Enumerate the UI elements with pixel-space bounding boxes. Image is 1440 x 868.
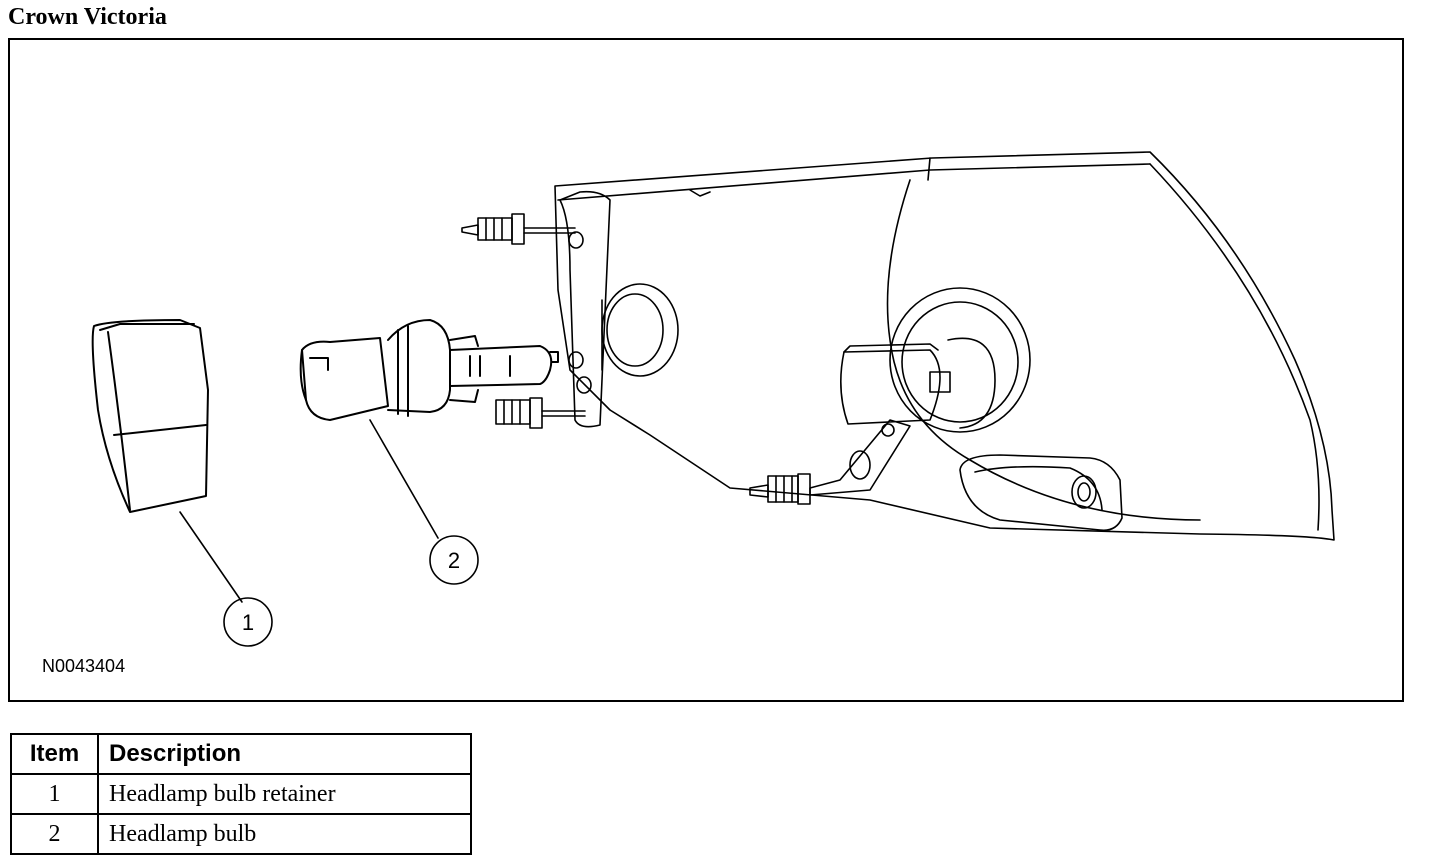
callout-1: 1 <box>242 610 254 635</box>
installed-connector <box>840 337 996 429</box>
legend-item-description: Headlamp bulb retainer <box>97 773 472 815</box>
headlamp-housing <box>554 151 1335 541</box>
legend-header-description: Description <box>97 733 472 775</box>
legend-item-number: 1 <box>10 773 99 815</box>
legend-header-item: Item <box>10 733 99 775</box>
adjuster-upper <box>461 213 576 245</box>
legend-table: Item Description 1 Headlamp bulb retaine… <box>10 733 472 855</box>
callout-2: 2 <box>448 548 460 573</box>
headlamp-diagram: 1 2 N0043404 <box>8 38 1404 702</box>
legend-header-row: Item Description <box>10 733 472 775</box>
legend-item-number: 2 <box>10 813 99 855</box>
adjuster-lower <box>749 419 911 505</box>
adjuster-middle <box>495 397 586 429</box>
callout-circle-1 <box>223 597 273 647</box>
legend-item-description: Headlamp bulb <box>97 813 472 855</box>
callout-circle-2 <box>429 535 479 585</box>
page-title: Crown Victoria <box>8 4 167 30</box>
leader-line-2 <box>369 419 439 539</box>
figure-id: N0043404 <box>42 656 126 676</box>
table-row: 1 Headlamp bulb retainer <box>10 773 472 815</box>
table-row: 2 Headlamp bulb <box>10 813 472 855</box>
headlamp-bulb <box>299 319 559 421</box>
bulb-retainer <box>91 319 209 513</box>
lower-tab <box>959 454 1123 532</box>
leader-line-1 <box>179 511 243 603</box>
